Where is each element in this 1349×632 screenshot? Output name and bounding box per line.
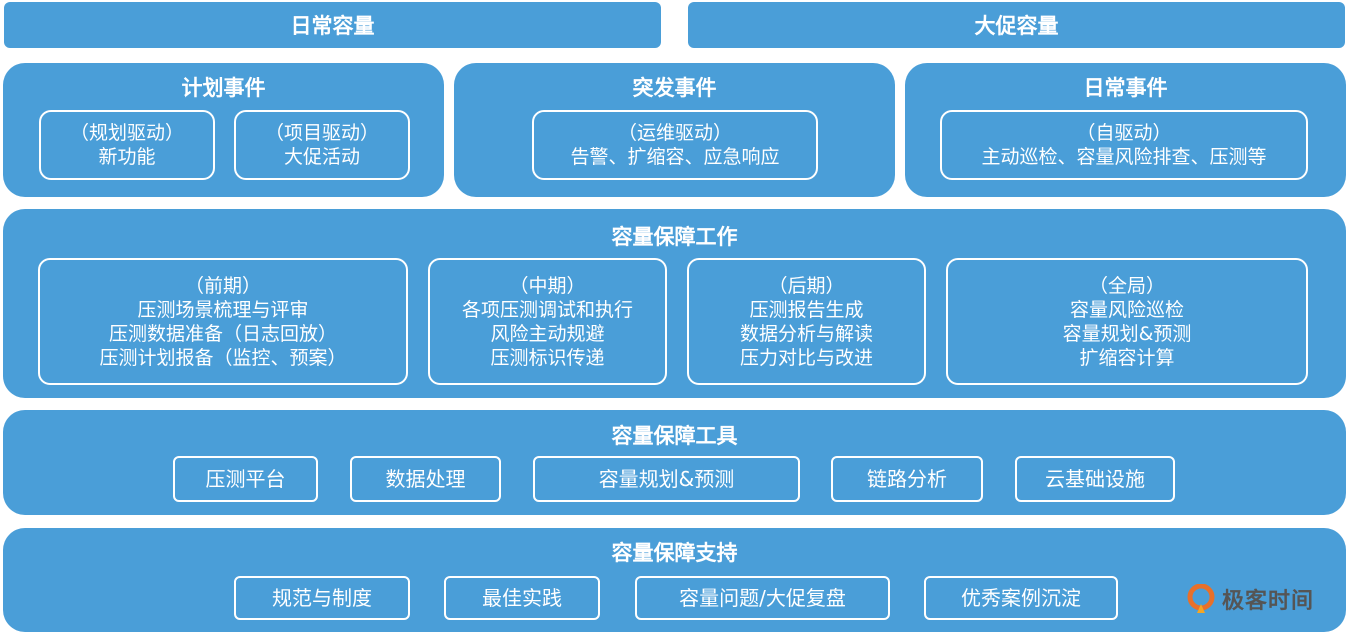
phase-line: 压测场景梳理与评审 <box>137 298 309 321</box>
tool-data-processing: 数据处理 <box>350 456 501 502</box>
planned-events-panel: 计划事件 （规划驱动） 新功能 （项目驱动） 大促活动 <box>3 63 444 197</box>
geektime-logo-icon <box>1186 583 1216 614</box>
support-label: 规范与制度 <box>272 586 372 610</box>
tool-label: 容量规划&预测 <box>598 467 735 491</box>
phase-line: 容量规划&预测 <box>1062 322 1192 345</box>
box-detail: 新功能 <box>98 146 156 168</box>
phase-line: 容量风险巡检 <box>1069 298 1184 321</box>
tool-label: 压测平台 <box>205 467 286 491</box>
phase-line: 扩缩容计算 <box>1079 346 1175 369</box>
support-review: 容量问题/大促复盘 <box>635 576 890 620</box>
support-standards: 规范与制度 <box>234 576 410 620</box>
support-case-studies: 优秀案例沉淀 <box>924 576 1118 620</box>
capacity-tools-panel: 容量保障工具 压测平台 数据处理 容量规划&预测 链路分析 云基础设施 <box>3 410 1346 515</box>
tool-capacity-planning: 容量规划&预测 <box>533 456 800 502</box>
phase-line: 压力对比与改进 <box>739 346 873 369</box>
capacity-tools-title: 容量保障工具 <box>611 424 738 448</box>
support-label: 优秀案例沉淀 <box>961 586 1081 610</box>
phase-late-box: （后期） 压测报告生成 数据分析与解读 压力对比与改进 <box>687 258 926 385</box>
box-label: （规划驱动） <box>69 122 184 144</box>
tool-label: 数据处理 <box>385 467 466 491</box>
promo-capacity-label: 大促容量 <box>974 14 1059 38</box>
phase-middle-box: （中期） 各项压测调试和执行 风险主动规避 压测标识传递 <box>428 258 667 385</box>
box-label: （自驱动） <box>1076 122 1172 144</box>
promo-capacity-bar: 大促容量 <box>688 2 1345 48</box>
phase-line: 各项压测调试和执行 <box>461 298 633 321</box>
project-driven-box: （项目驱动） 大促活动 <box>234 110 410 180</box>
brand-logo-text: 极客时间 <box>1222 589 1315 614</box>
sudden-events-panel: 突发事件 （运维驱动） 告警、扩缩容、应急响应 <box>454 63 895 197</box>
phase-line: 压测报告生成 <box>749 298 864 321</box>
phase-label: （后期） <box>768 274 845 297</box>
support-best-practices: 最佳实践 <box>444 576 600 620</box>
phase-global-box: （全局） 容量风险巡检 容量规划&预测 扩缩容计算 <box>946 258 1308 385</box>
daily-events-title: 日常事件 <box>1083 76 1168 100</box>
phase-label: （前期） <box>184 274 261 297</box>
tool-link-analysis: 链路分析 <box>831 456 983 502</box>
phase-label: （全局） <box>1088 274 1165 297</box>
sudden-events-title: 突发事件 <box>632 76 717 100</box>
planning-driven-box: （规划驱动） 新功能 <box>39 110 215 180</box>
capacity-work-title: 容量保障工作 <box>611 225 738 249</box>
capacity-support-title: 容量保障支持 <box>611 541 738 565</box>
planned-events-title: 计划事件 <box>181 76 266 100</box>
capacity-work-panel: 容量保障工作 （前期） 压测场景梳理与评审 压测数据准备（日志回放） 压测计划报… <box>3 209 1346 398</box>
phase-line: 风险主动规避 <box>490 322 605 345</box>
box-label: （项目驱动） <box>264 122 379 144</box>
phase-line: 压测数据准备（日志回放） <box>108 322 337 345</box>
phase-label: （中期） <box>509 274 586 297</box>
self-driven-box: （自驱动） 主动巡检、容量风险排查、压测等 <box>940 110 1308 180</box>
capacity-support-panel: 容量保障支持 规范与制度 最佳实践 容量问题/大促复盘 优秀案例沉淀 <box>3 528 1346 632</box>
support-label: 最佳实践 <box>482 586 562 610</box>
phase-line: 数据分析与解读 <box>739 322 873 345</box>
box-detail: 告警、扩缩容、应急响应 <box>570 146 780 168</box>
brand-logo: 极客时间 <box>1186 580 1332 618</box>
tool-cloud-infrastructure: 云基础设施 <box>1015 456 1175 502</box>
tool-load-test-platform: 压测平台 <box>173 456 318 502</box>
tool-label: 链路分析 <box>867 467 947 491</box>
box-detail: 主动巡检、容量风险排查、压测等 <box>981 146 1267 168</box>
ops-driven-box: （运维驱动） 告警、扩缩容、应急响应 <box>532 110 818 180</box>
box-label: （运维驱动） <box>617 122 732 144</box>
box-detail: 大促活动 <box>283 146 360 168</box>
support-label: 容量问题/大促复盘 <box>679 586 846 610</box>
daily-capacity-label: 日常容量 <box>290 14 375 38</box>
daily-capacity-bar: 日常容量 <box>4 2 661 48</box>
phase-early-box: （前期） 压测场景梳理与评审 压测数据准备（日志回放） 压测计划报备（监控、预案… <box>38 258 408 385</box>
tool-label: 云基础设施 <box>1045 467 1145 491</box>
phase-line: 压测计划报备（监控、预案） <box>99 346 347 369</box>
phase-line: 压测标识传递 <box>490 346 605 369</box>
daily-events-panel: 日常事件 （自驱动） 主动巡检、容量风险排查、压测等 <box>905 63 1346 197</box>
